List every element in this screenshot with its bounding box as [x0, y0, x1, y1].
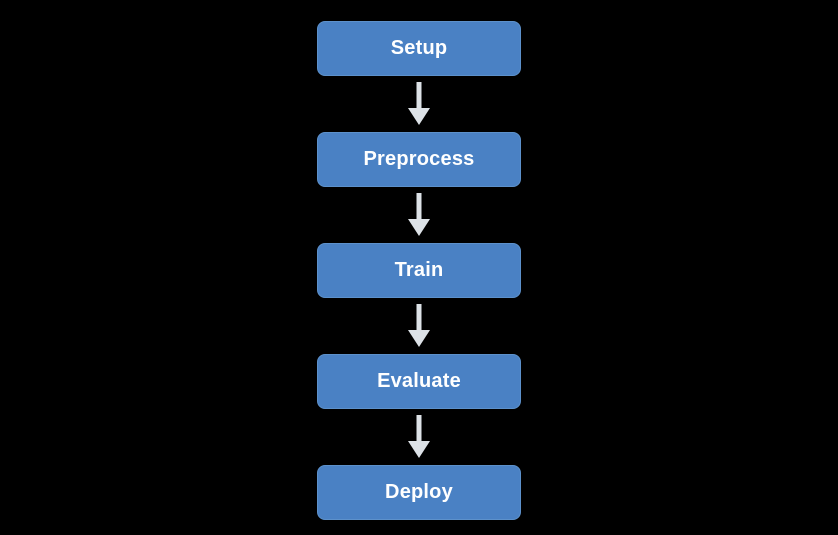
flow-node-label: Setup: [390, 37, 448, 59]
arrow-down-icon: [408, 415, 430, 458]
flow-node-deploy: Deploy: [317, 465, 521, 520]
flow-node-preprocess: Preprocess: [317, 132, 521, 187]
flow-node-label: Evaluate: [377, 370, 461, 392]
arrow-head: [408, 219, 430, 236]
arrow-head: [408, 330, 430, 347]
arrow-down-icon: [408, 193, 430, 236]
arrow-shaft: [416, 82, 422, 110]
flow-node-label: Deploy: [385, 481, 453, 503]
flow-node-label: Preprocess: [363, 148, 475, 170]
flow-node-setup: Setup: [317, 21, 521, 76]
arrow-down-icon: [408, 304, 430, 347]
arrow-shaft: [416, 415, 422, 443]
arrow-down-icon: [408, 82, 430, 125]
flow-node-label: Train: [394, 259, 444, 281]
flow-node-evaluate: Evaluate: [317, 354, 521, 409]
arrow-shaft: [416, 304, 422, 332]
arrow-shaft: [416, 193, 422, 221]
flow-node-train: Train: [317, 243, 521, 298]
arrow-head: [408, 108, 430, 125]
arrow-head: [408, 441, 430, 458]
